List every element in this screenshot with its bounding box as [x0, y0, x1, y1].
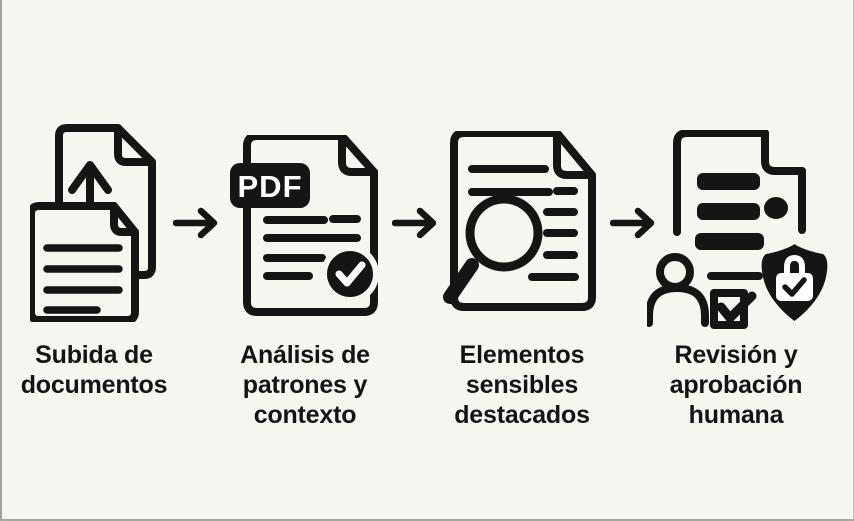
person-head: [656, 253, 694, 291]
magnifier-lens: [465, 194, 543, 272]
pdf-document-shape: [243, 135, 378, 316]
arrow-right-icon: [172, 207, 221, 239]
arrow-right-icon: [391, 207, 440, 239]
document-text-lines: [468, 165, 579, 281]
document-text-lines: [43, 244, 123, 314]
magnifier-document-icon: [442, 131, 610, 327]
redaction-bars: [695, 173, 788, 250]
document-fold: [553, 131, 596, 179]
step-label-upload: Subida de documentos: [20, 341, 168, 399]
arrow-right-icon: [609, 207, 658, 239]
person-body: [647, 284, 709, 327]
pdf-badge: [230, 163, 310, 208]
front-document-fold: [110, 202, 139, 236]
step-label-elements: Elementos sensibles destacados: [454, 341, 590, 429]
check-mark: [335, 261, 366, 287]
pdf-badge-label: PDF: [238, 169, 303, 204]
front-document-shape: [30, 202, 139, 322]
upload-arrow: [68, 161, 112, 206]
pdf-document-fold: [338, 135, 378, 176]
step-label-review: Revisión y aprobación humana: [669, 341, 803, 429]
human-review-shield-icon: [647, 130, 832, 330]
document-upload-icon: [30, 122, 170, 322]
back-document-fold: [114, 124, 156, 166]
pdf-analysis-check-icon: PDF: [229, 135, 384, 320]
document-fold: [761, 130, 806, 175]
checkbox-mark: [716, 291, 757, 323]
document-shape: [450, 131, 596, 311]
document-shape: [673, 130, 769, 236]
lock-shackle: [784, 254, 805, 279]
document-text-lines: [263, 215, 361, 280]
magnifier-handle: [443, 258, 479, 304]
lock-check-mark: [782, 277, 807, 297]
step-label-analysis: Análisis de patrones y contexto: [240, 341, 370, 429]
